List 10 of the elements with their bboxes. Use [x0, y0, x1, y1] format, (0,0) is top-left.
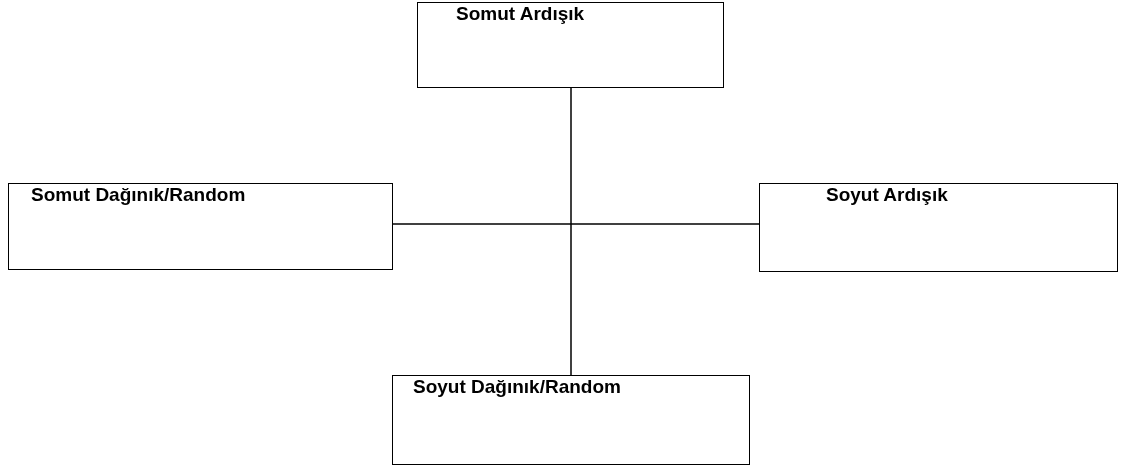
- text-box: [392, 375, 750, 465]
- text-box: [759, 183, 1118, 272]
- text-box: [8, 183, 393, 270]
- box-label: Soyut Ardışık: [826, 184, 948, 206]
- box-label: Somut Ardışık: [456, 3, 585, 25]
- box-label: Soyut Dağınık/Random: [413, 376, 621, 398]
- connector-line: [570, 87, 572, 376]
- text-box: [417, 2, 724, 88]
- box-label: Somut Dağınık/Random: [31, 184, 246, 206]
- connector-line: [392, 223, 760, 225]
